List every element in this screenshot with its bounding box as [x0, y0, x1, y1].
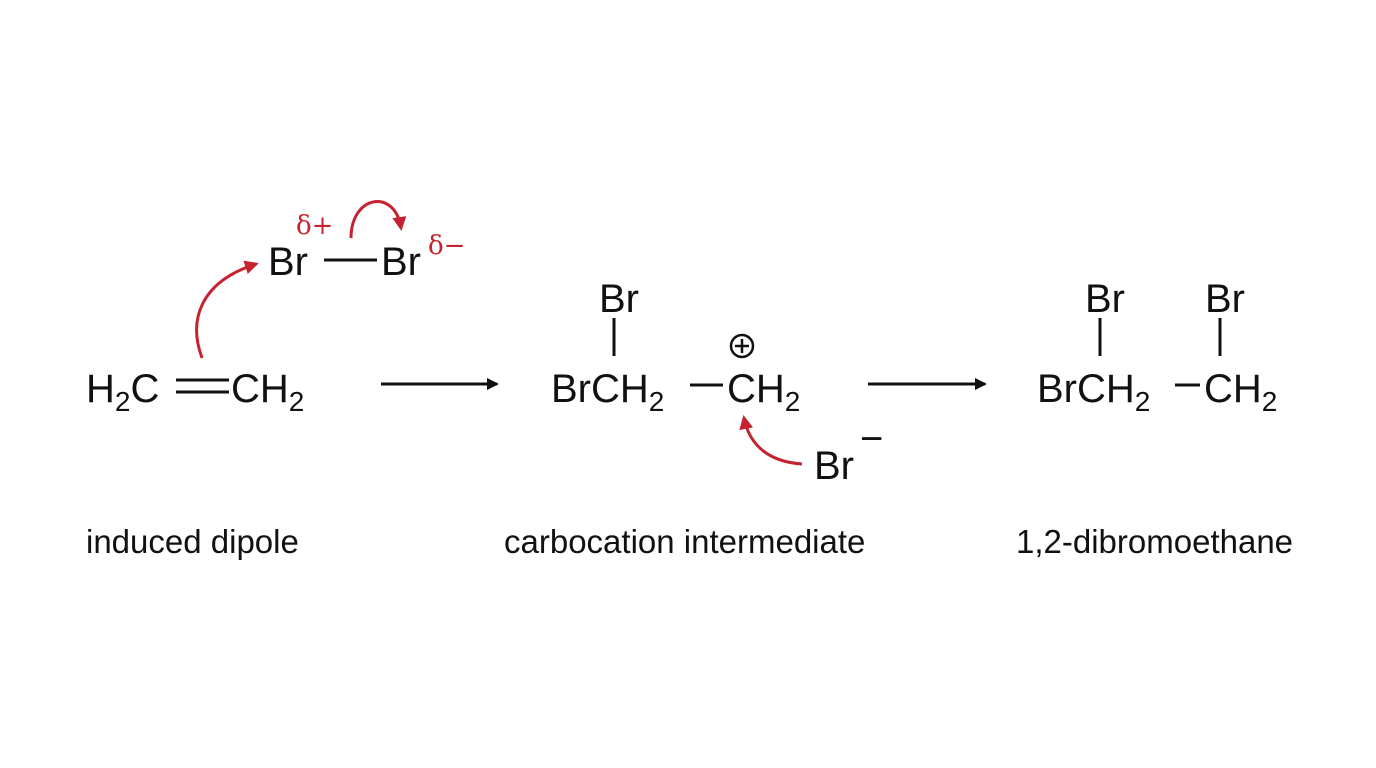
carbocation-left-group: BrCH2 [551, 367, 664, 417]
bromide-negative-charge: − [860, 417, 883, 461]
bond-heterolysis-arrow [349, 200, 407, 239]
positive-charge-symbol: + [0, 0, 755, 359]
product-top-br-2: Br [1205, 277, 1245, 321]
cation-symbol-text: + [0, 0, 1, 1]
caption-dibromoethane: 1,2-dibromoethane [1016, 523, 1293, 560]
carbocation-molecule: Br BrCH2 CH2 + [0, 0, 800, 417]
product-top-br-1: Br [1085, 277, 1125, 321]
bromide-label: Br [814, 444, 854, 488]
caption-carbocation-intermediate: carbocation intermediate [504, 523, 865, 560]
carbocation-right-group: CH2 [727, 367, 800, 417]
ethene-molecule: H2C CH2 [86, 367, 304, 417]
bromide-ion: Br − [814, 417, 883, 488]
pi-bond-attack-arrow [195, 260, 259, 359]
br-left: Br [268, 240, 308, 284]
ethene-ch2: CH2 [231, 367, 304, 417]
partial-positive-charge: δ+ [296, 211, 333, 241]
ethene-h2c: H2C [86, 367, 159, 417]
partial-negative-charge: δ− [428, 231, 465, 261]
bromine-molecule: Br Br δ+ δ− [268, 211, 465, 284]
carbocation-top-br: Br [599, 277, 639, 321]
product-right-group: CH2 [1204, 367, 1277, 417]
bromide-attack-arrow [739, 415, 803, 466]
br-right: Br [381, 240, 421, 284]
dibromoethane-molecule: Br Br BrCH2 CH2 [1037, 277, 1277, 417]
caption-induced-dipole: induced dipole [86, 523, 299, 560]
product-left-group: BrCH2 [1037, 367, 1150, 417]
